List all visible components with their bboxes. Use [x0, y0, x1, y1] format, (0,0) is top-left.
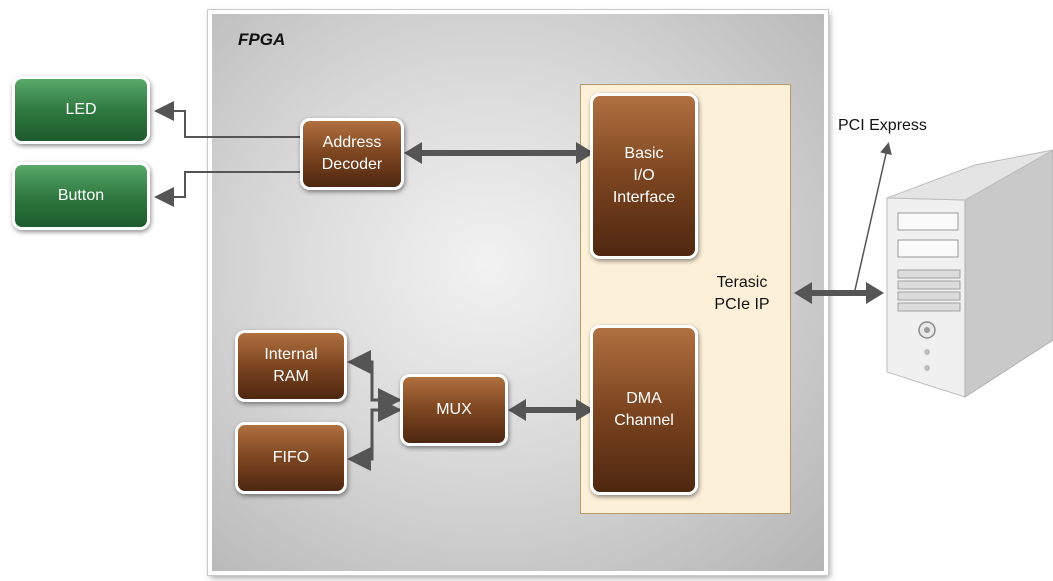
fifo-mux-wire	[347, 398, 402, 471]
mux-block: MUX	[400, 374, 508, 446]
mux-label: MUX	[436, 401, 472, 418]
decoder-io-arrow	[404, 142, 594, 164]
terasic-pcie-ip-label: Terasic PCIe IP	[714, 274, 770, 313]
computer-tower-icon	[886, 149, 1053, 398]
pci-express-label: PCI Express	[838, 117, 927, 134]
fpga-title: FPGA	[238, 30, 286, 49]
basic-io-interface-label: Basic I/O Interface	[612, 145, 676, 206]
internal-ram-label: Internal RAM	[264, 346, 318, 385]
dma-channel-block: DMA Channel	[590, 325, 698, 495]
led-wire	[154, 101, 302, 138]
button-label: Button	[57, 187, 105, 204]
button-block: Button	[12, 162, 150, 230]
fifo-label: FIFO	[272, 449, 310, 466]
pci-express-pointer	[854, 142, 892, 291]
led-block: LED	[12, 76, 150, 144]
mux-dma-arrow	[508, 399, 594, 421]
led-label: LED	[65, 101, 97, 118]
ram-mux-wire	[347, 350, 402, 412]
button-wire	[154, 171, 302, 207]
internal-ram-block: Internal RAM	[235, 330, 347, 402]
dma-channel-label: DMA Channel	[614, 390, 674, 429]
address-decoder-block: Address Decoder	[300, 118, 404, 190]
pcie-arrow	[794, 282, 884, 304]
fifo-block: FIFO	[235, 422, 347, 494]
address-decoder-label: Address Decoder	[321, 134, 383, 173]
basic-io-interface-block: Basic I/O Interface	[590, 93, 698, 259]
